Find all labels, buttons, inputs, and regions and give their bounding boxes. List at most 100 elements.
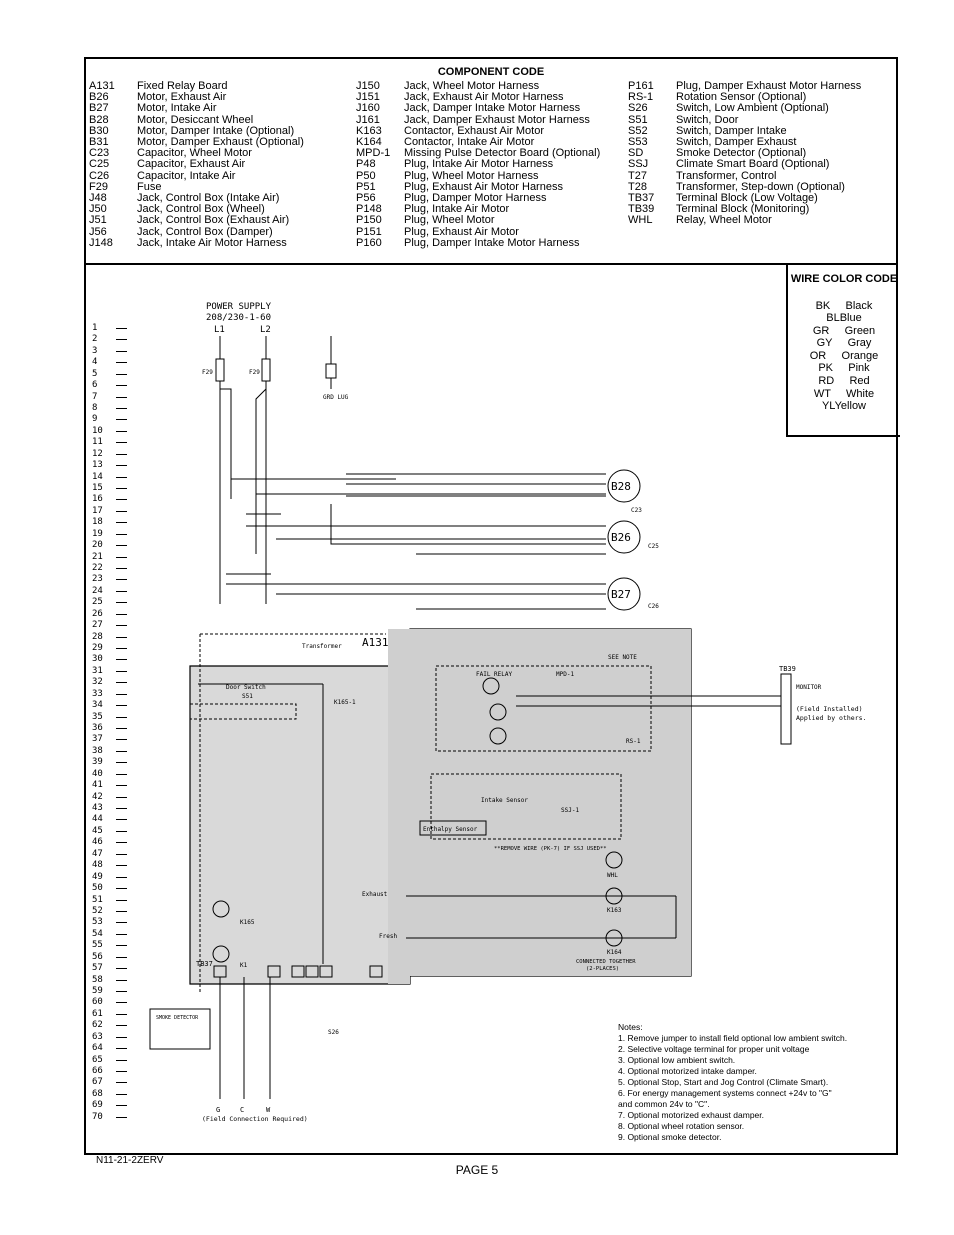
row-number-label: 21 <box>92 551 103 562</box>
wire-code: BL <box>826 312 840 325</box>
monitor-wires <box>516 695 781 707</box>
row-number: 68 <box>92 1089 127 1100</box>
row-number-label: 40 <box>92 768 103 779</box>
k163-label: K163 <box>607 907 622 914</box>
row-tick <box>116 922 127 924</box>
k165-1-label: K165-1 <box>334 699 356 706</box>
field-connection-leads <box>219 977 271 1099</box>
component-code: F29 <box>89 180 108 193</box>
row-number-label: 35 <box>92 711 103 722</box>
component-code: TB37 <box>628 192 655 205</box>
row-number-label: 63 <box>92 1031 103 1042</box>
row-tick <box>116 533 127 535</box>
row-tick <box>116 773 127 775</box>
row-tick <box>116 510 127 512</box>
enthalpy-sensor-box <box>419 820 487 836</box>
k165-label: K165 <box>240 919 255 926</box>
note-item: 6. For energy management systems connect… <box>618 1088 832 1098</box>
component-code: B28 <box>89 113 109 126</box>
row-number: 17 <box>92 506 127 517</box>
row-number-label: 58 <box>92 974 103 985</box>
monitor-label: MONITOR <box>796 684 822 691</box>
component-description: Fixed Relay Board <box>137 80 228 92</box>
row-number-label: 15 <box>92 483 103 494</box>
row-number: 41 <box>92 780 127 791</box>
component-code: S51 <box>628 113 648 126</box>
notes-list: 1. Remove jumper to install field option… <box>618 1033 847 1143</box>
row-tick <box>116 888 127 890</box>
row-number: 49 <box>92 872 127 883</box>
connected-together-label: CONNECTED TOGETHER <box>576 959 636 965</box>
note-item: 9. Optional smoke detector. <box>618 1132 722 1142</box>
row-number-label: 30 <box>92 654 103 665</box>
row-tick <box>116 590 127 592</box>
wire-code: WT <box>813 387 831 400</box>
component-description: Motor, Damper Intake (Optional) <box>137 124 295 137</box>
row-number: 12 <box>92 449 127 460</box>
component-description: Transformer, Step-down (Optional) <box>676 180 845 193</box>
component-description: Plug, Intake Air Motor Harness <box>404 158 554 171</box>
wire-color-name: Green <box>844 324 876 337</box>
component-code: P150 <box>356 214 382 227</box>
ssj-1-board <box>430 773 622 840</box>
row-number-label: 62 <box>92 1020 103 1031</box>
component-description: Jack, Control Box (Intake Air) <box>137 192 280 205</box>
row-number-label: 33 <box>92 688 103 699</box>
wire-code: GY <box>816 337 833 350</box>
tb37-terminal-3 <box>291 965 305 978</box>
row-tick <box>116 670 127 672</box>
supply-leads <box>219 336 267 359</box>
wire-code: BK <box>815 299 831 312</box>
page-number: PAGE 5 <box>455 1163 499 1177</box>
wire-code: PK <box>818 362 833 375</box>
row-number: 29 <box>92 643 127 654</box>
wiring-schematic: POWER SUPPLY 208/230-1-60 L1 L2 F29 F29 … <box>149 302 866 1123</box>
row-tick <box>116 625 127 627</box>
component-code: J50 <box>89 203 107 216</box>
component-code: P161 <box>628 80 654 92</box>
wire-color-row: OR Orange <box>788 350 900 363</box>
a131-board-panel <box>388 629 691 984</box>
row-number: 23 <box>92 574 127 585</box>
row-number: 33 <box>92 688 127 700</box>
row-number: 67 <box>92 1077 127 1088</box>
component-code: J148 <box>89 236 113 249</box>
row-tick <box>116 945 127 947</box>
f29-label-right: F29 <box>249 369 260 376</box>
row-number-label: 24 <box>92 585 103 596</box>
component-description: Plug, Exhaust Air Motor Harness <box>404 180 563 193</box>
component-description: Jack, Control Box (Exhaust Air) <box>137 214 290 227</box>
b28-feed <box>346 473 606 497</box>
component-description: Contactor, Intake Air Motor <box>404 136 535 149</box>
row-number: 21 <box>92 551 127 563</box>
row-number-label: 25 <box>92 597 103 608</box>
row-number-label: 32 <box>92 677 103 688</box>
b28-motor-icon <box>607 469 641 503</box>
row-tick <box>116 785 127 787</box>
component-description: Jack, Intake Air Motor Harness <box>137 236 287 249</box>
note-item: 4. Optional motorized intake damper. <box>618 1066 757 1076</box>
row-number: 63 <box>92 1031 127 1043</box>
row-number: 46 <box>92 837 127 848</box>
tb37-terminal-5 <box>319 965 333 978</box>
row-tick <box>116 853 127 855</box>
row-number-label: 39 <box>92 757 103 768</box>
component-code: T28 <box>628 180 647 193</box>
note-item: 2. Selective voltage terminal for proper… <box>618 1044 810 1054</box>
row-number: 42 <box>92 792 127 803</box>
row-number-label: 5 <box>92 368 98 379</box>
note-item: 3. Optional low ambient switch. <box>618 1055 736 1065</box>
